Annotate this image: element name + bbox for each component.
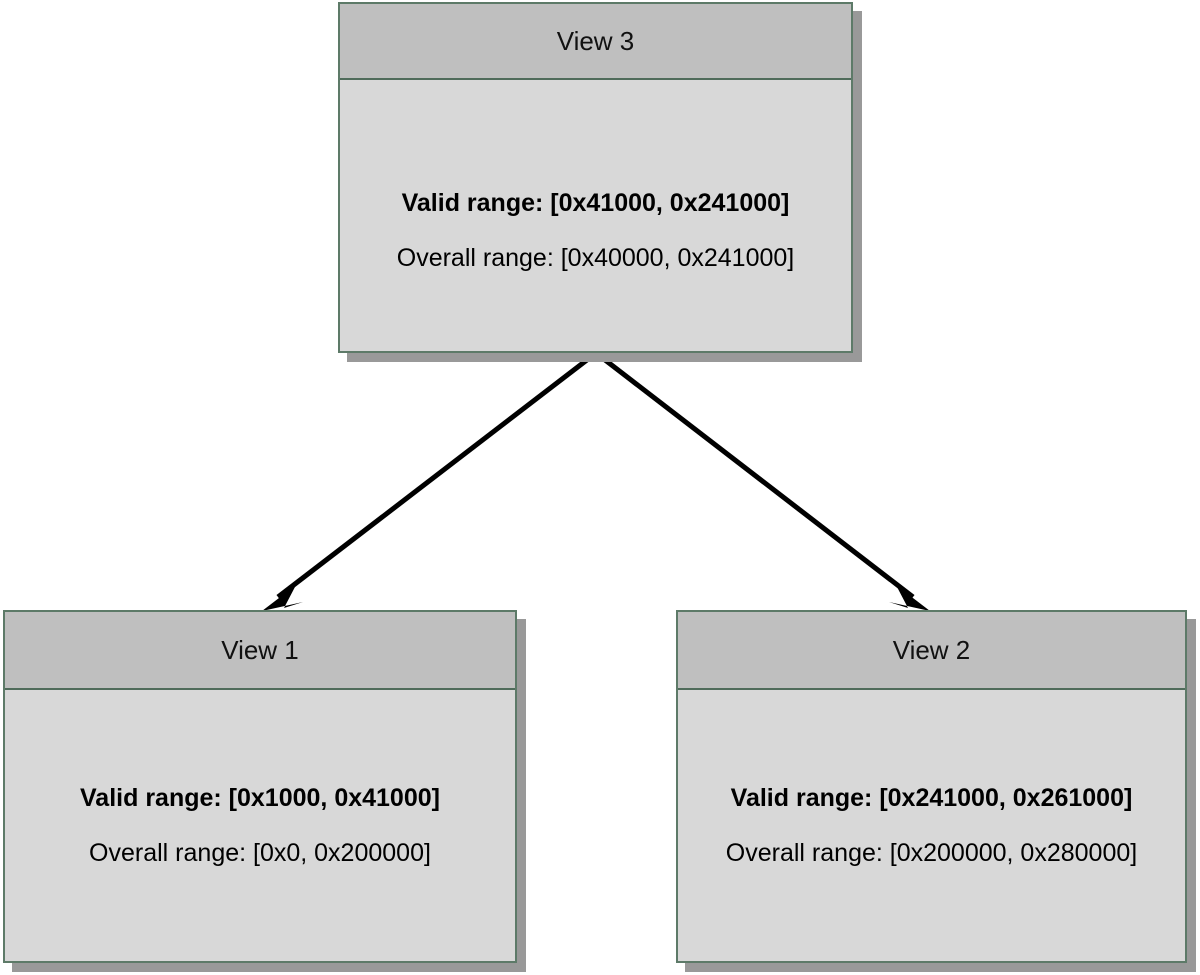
node-view3-valid-range: Valid range: [0x41000, 0x241000] <box>401 188 790 217</box>
node-view2-body: Valid range: [0x241000, 0x261000] Overal… <box>678 690 1185 961</box>
node-view1[interactable]: View 1 Valid range: [0x1000, 0x41000] Ov… <box>3 610 517 963</box>
node-view3-body: Valid range: [0x41000, 0x241000] Overall… <box>340 80 851 351</box>
node-view2-header: View 2 <box>678 612 1185 690</box>
node-view3[interactable]: View 3 Valid range: [0x41000, 0x241000] … <box>338 2 853 353</box>
edge-view3-to-view2 <box>594 351 930 611</box>
node-view1-valid-range: Valid range: [0x1000, 0x41000] <box>80 783 440 812</box>
node-view3-header: View 3 <box>340 4 851 80</box>
node-view2[interactable]: View 2 Valid range: [0x241000, 0x261000]… <box>676 610 1187 963</box>
node-view1-header: View 1 <box>5 612 515 690</box>
node-view3-title: View 3 <box>556 26 635 56</box>
arrowhead-view2 <box>889 585 930 611</box>
edge-view3-to-view1 <box>262 351 598 611</box>
node-view2-valid-range: Valid range: [0x241000, 0x261000] <box>730 783 1133 812</box>
node-view1-body: Valid range: [0x1000, 0x41000] Overall r… <box>5 690 515 961</box>
node-view2-overall-range: Overall range: [0x200000, 0x280000] <box>725 838 1138 867</box>
node-view3-overall-range: Overall range: [0x40000, 0x241000] <box>396 243 795 272</box>
node-view1-overall-range: Overall range: [0x0, 0x200000] <box>89 838 431 867</box>
node-view2-title: View 2 <box>892 635 971 665</box>
arrowhead-view1 <box>262 585 303 611</box>
node-view1-title: View 1 <box>221 635 299 665</box>
